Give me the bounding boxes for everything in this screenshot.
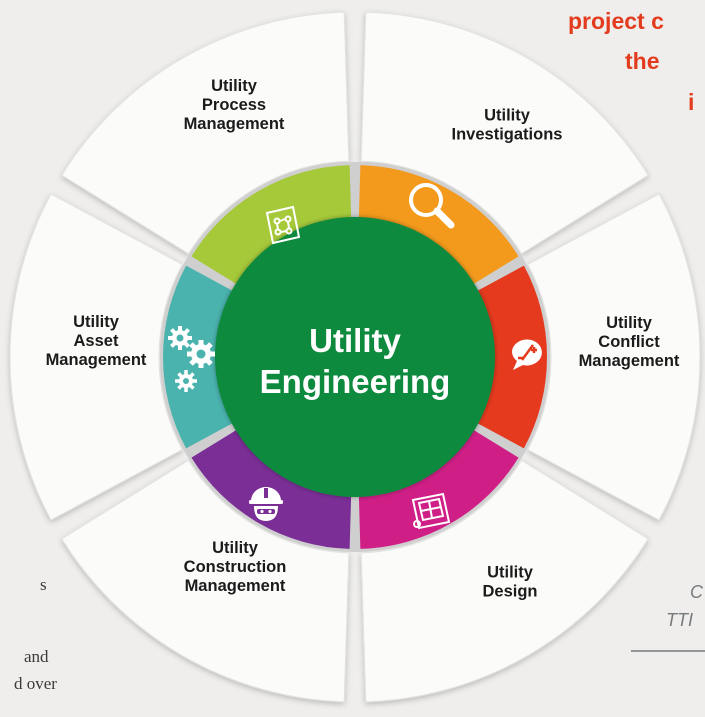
body-fragment-3: d over bbox=[14, 674, 57, 693]
outer-segment-construction bbox=[61, 459, 350, 703]
segment-label-design-line-2: Design bbox=[482, 583, 537, 601]
segment-label-investigations-line-2: Investigations bbox=[452, 126, 563, 144]
inner-segment-investigations bbox=[358, 165, 519, 290]
segment-label-conflict-line-1: Utility bbox=[606, 314, 653, 332]
inner-segment-conflict bbox=[467, 265, 547, 449]
headline-line-2: the bbox=[625, 48, 660, 74]
caption-line-1: C bbox=[690, 582, 704, 602]
segment-label-construction-line-1: Utility bbox=[212, 539, 259, 557]
headline-line-3: i bbox=[688, 89, 694, 115]
magnifier-icon bbox=[409, 183, 455, 229]
outer-segment-design bbox=[360, 459, 649, 703]
segment-label-conflict-line-2: Conflict bbox=[598, 333, 660, 351]
inner-segments bbox=[163, 165, 547, 549]
headline: project c the i bbox=[568, 8, 694, 115]
outer-segment-asset bbox=[9, 193, 183, 521]
circuit-board-icon bbox=[265, 205, 301, 245]
inner-segment-process bbox=[191, 165, 352, 290]
center-hub: Utility Engineering bbox=[215, 217, 495, 497]
inner-segment-construction bbox=[191, 424, 352, 549]
segment-label-investigations-line-1: Utility bbox=[484, 107, 531, 125]
segment-label-conflict-line-3: Management bbox=[579, 352, 680, 370]
inner-segment-design bbox=[358, 424, 519, 549]
center-title-line-2: Engineering bbox=[260, 363, 451, 400]
body-fragment-1: s bbox=[40, 575, 47, 594]
hard-hat-worker-icon bbox=[249, 487, 283, 521]
segment-label-process-line-2: Process bbox=[202, 96, 266, 114]
segment-icons bbox=[168, 183, 542, 530]
center-title-line-1: Utility bbox=[309, 322, 401, 359]
conflict-bubble-icon bbox=[511, 339, 542, 370]
outer-segments bbox=[9, 11, 701, 703]
outer-segment-conflict bbox=[527, 193, 701, 521]
segment-label-asset-line-3: Management bbox=[46, 351, 147, 369]
outer-segment-process bbox=[61, 11, 350, 255]
body-fragment-2: and bbox=[24, 647, 49, 666]
center-circle bbox=[215, 217, 495, 497]
segment-label-construction-line-2: Construction bbox=[184, 558, 287, 576]
segment-label-process-line-1: Utility bbox=[211, 77, 258, 95]
segment-label-construction-line-3: Management bbox=[185, 577, 286, 595]
segment-label-process-line-3: Management bbox=[184, 115, 285, 133]
gears-icon bbox=[168, 326, 215, 392]
body-text: s and d over bbox=[14, 575, 57, 693]
headline-line-1: project c bbox=[568, 8, 664, 34]
segment-label-design-line-1: Utility bbox=[487, 564, 534, 582]
caption: C TTI bbox=[631, 582, 705, 652]
caption-line-2: TTI bbox=[666, 610, 693, 630]
blueprint-icon bbox=[411, 492, 451, 530]
segment-label-asset-line-2: Asset bbox=[74, 332, 119, 350]
segment-label-asset-line-1: Utility bbox=[73, 313, 120, 331]
outer-segment-investigations bbox=[360, 11, 649, 255]
